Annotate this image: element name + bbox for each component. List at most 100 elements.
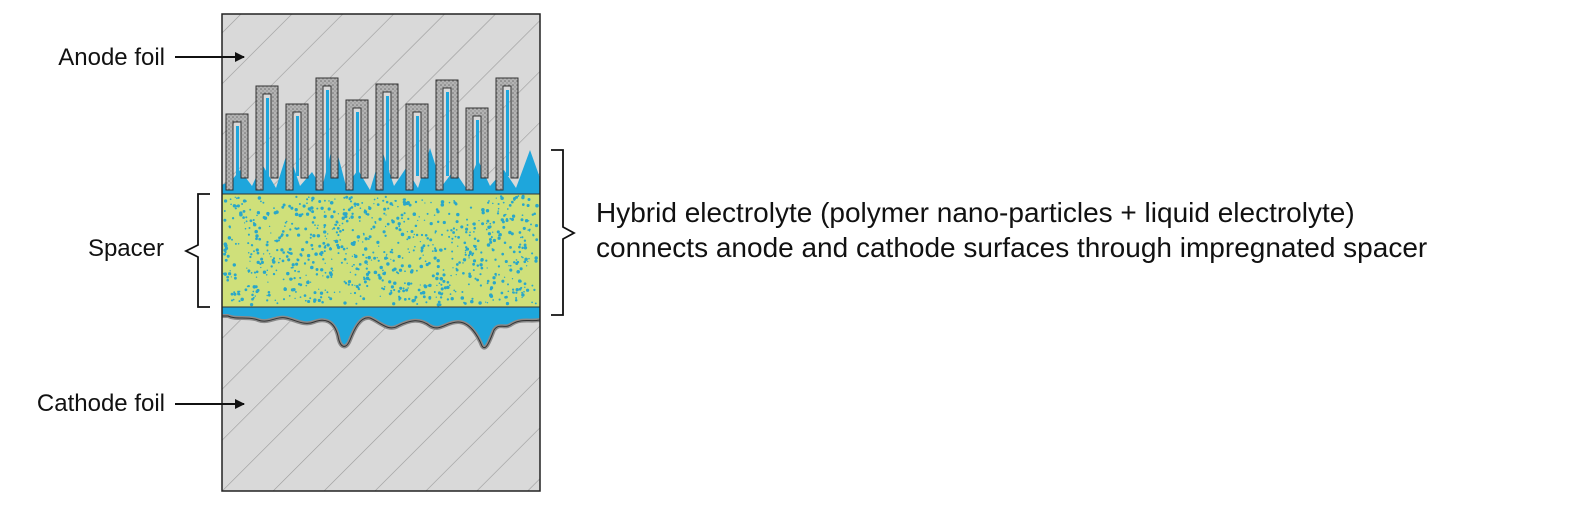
spacer-dot [371,217,373,219]
spacer-dot [229,270,231,272]
spacer-dot [274,299,277,301]
spacer-dot [226,254,230,258]
spacer-dot [481,222,485,226]
spacer-dot [528,230,531,232]
spacer-dot [383,212,386,215]
spacer-dot [452,231,456,234]
spacer-dot [511,278,514,280]
spacer-dot [376,197,379,199]
spacer-dot [376,240,380,244]
spacer-dot [439,296,443,299]
spacer-dot [390,289,393,292]
spacer-dot [383,286,386,288]
spacer-dot [282,203,286,207]
spacer-dot [402,287,405,290]
spacer-dot [300,247,305,252]
spacer-dot [222,272,226,275]
spacer-dot [309,236,312,239]
spacer-dot [534,256,538,260]
spacer-dot [260,260,264,264]
spacer-dot [247,252,250,254]
spacer-dot [486,282,489,285]
spacer-dot [422,295,426,299]
spacer-dot [311,196,315,201]
spacer-dot [266,299,269,302]
spacer-dot [472,244,476,247]
spacer-dot [323,199,326,202]
spacer-dot [425,301,428,304]
spacer-dot [496,230,500,234]
spacer-dot [382,199,385,202]
spacer-dot [346,262,348,265]
spacer-dot [278,236,282,240]
spacer-dot [406,238,409,241]
spacer-dot [404,270,406,273]
spacer-dot [497,202,500,206]
spacer-dot [267,214,270,217]
spacer-dot [373,198,376,201]
spacer-dot [501,279,505,283]
spacer-brace [183,193,210,308]
spacer-dot [414,245,416,248]
spacer-dot [262,201,265,204]
spacer-dot [390,248,394,251]
spacer-dot [290,266,293,269]
spacer-dot [391,220,395,224]
spacer-dot [334,198,336,200]
spacer-dot [307,258,310,261]
spacer-dot [446,298,450,301]
spacer-dot [485,222,488,225]
spacer-dot [485,259,488,262]
spacer-dot [498,298,501,301]
spacer-dot [231,238,233,241]
anode-tunnel [435,79,459,191]
spacer-dot [234,242,237,245]
spacer-dot [233,273,237,277]
spacer-dot [288,204,291,208]
spacer-dot [478,301,482,305]
spacer-dot [383,251,386,254]
spacer-dot [291,222,294,225]
spacer-dot [479,263,483,267]
spacer-dot [485,209,490,213]
spacer-dot [237,196,240,200]
spacer-dot [310,243,314,247]
spacer-dot [379,265,383,270]
spacer-dot [408,203,412,207]
anode-tunnel [255,85,279,191]
spacer-dot [309,281,312,283]
spacer-dot [260,266,262,269]
spacer-dot [383,271,387,275]
spacer-dot [397,205,399,208]
spacer-dot [272,260,276,264]
spacer-dot [420,246,424,250]
spacer-dot [523,246,528,250]
spacer-dot [429,221,433,226]
tunnel-electrolyte [266,98,269,176]
spacer-dot [518,279,522,283]
spacer-dot [533,212,536,216]
spacer-dot [440,200,445,204]
spacer-dot [518,245,521,249]
spacer-dot [322,275,324,277]
spacer-dot [390,285,394,289]
spacer-dot [488,238,492,241]
spacer-dot [386,262,390,266]
spacer-dot [373,203,375,205]
spacer-dot [246,267,248,269]
spacer-dot [472,223,474,225]
spacer-dot [395,271,399,274]
spacer-dot [272,272,276,276]
spacer-dot [461,290,464,294]
spacer-dot [387,207,390,210]
spacer-dot [435,276,439,281]
spacer-dot [401,217,403,220]
spacer-dot [464,252,467,254]
spacer-dot [521,255,523,258]
spacer-dot [473,237,477,240]
spacer-dot [489,287,493,291]
spacer-dot [511,288,515,291]
spacer-dot [393,281,397,285]
spacer-dot [301,213,304,216]
spacer-dot [295,195,298,199]
